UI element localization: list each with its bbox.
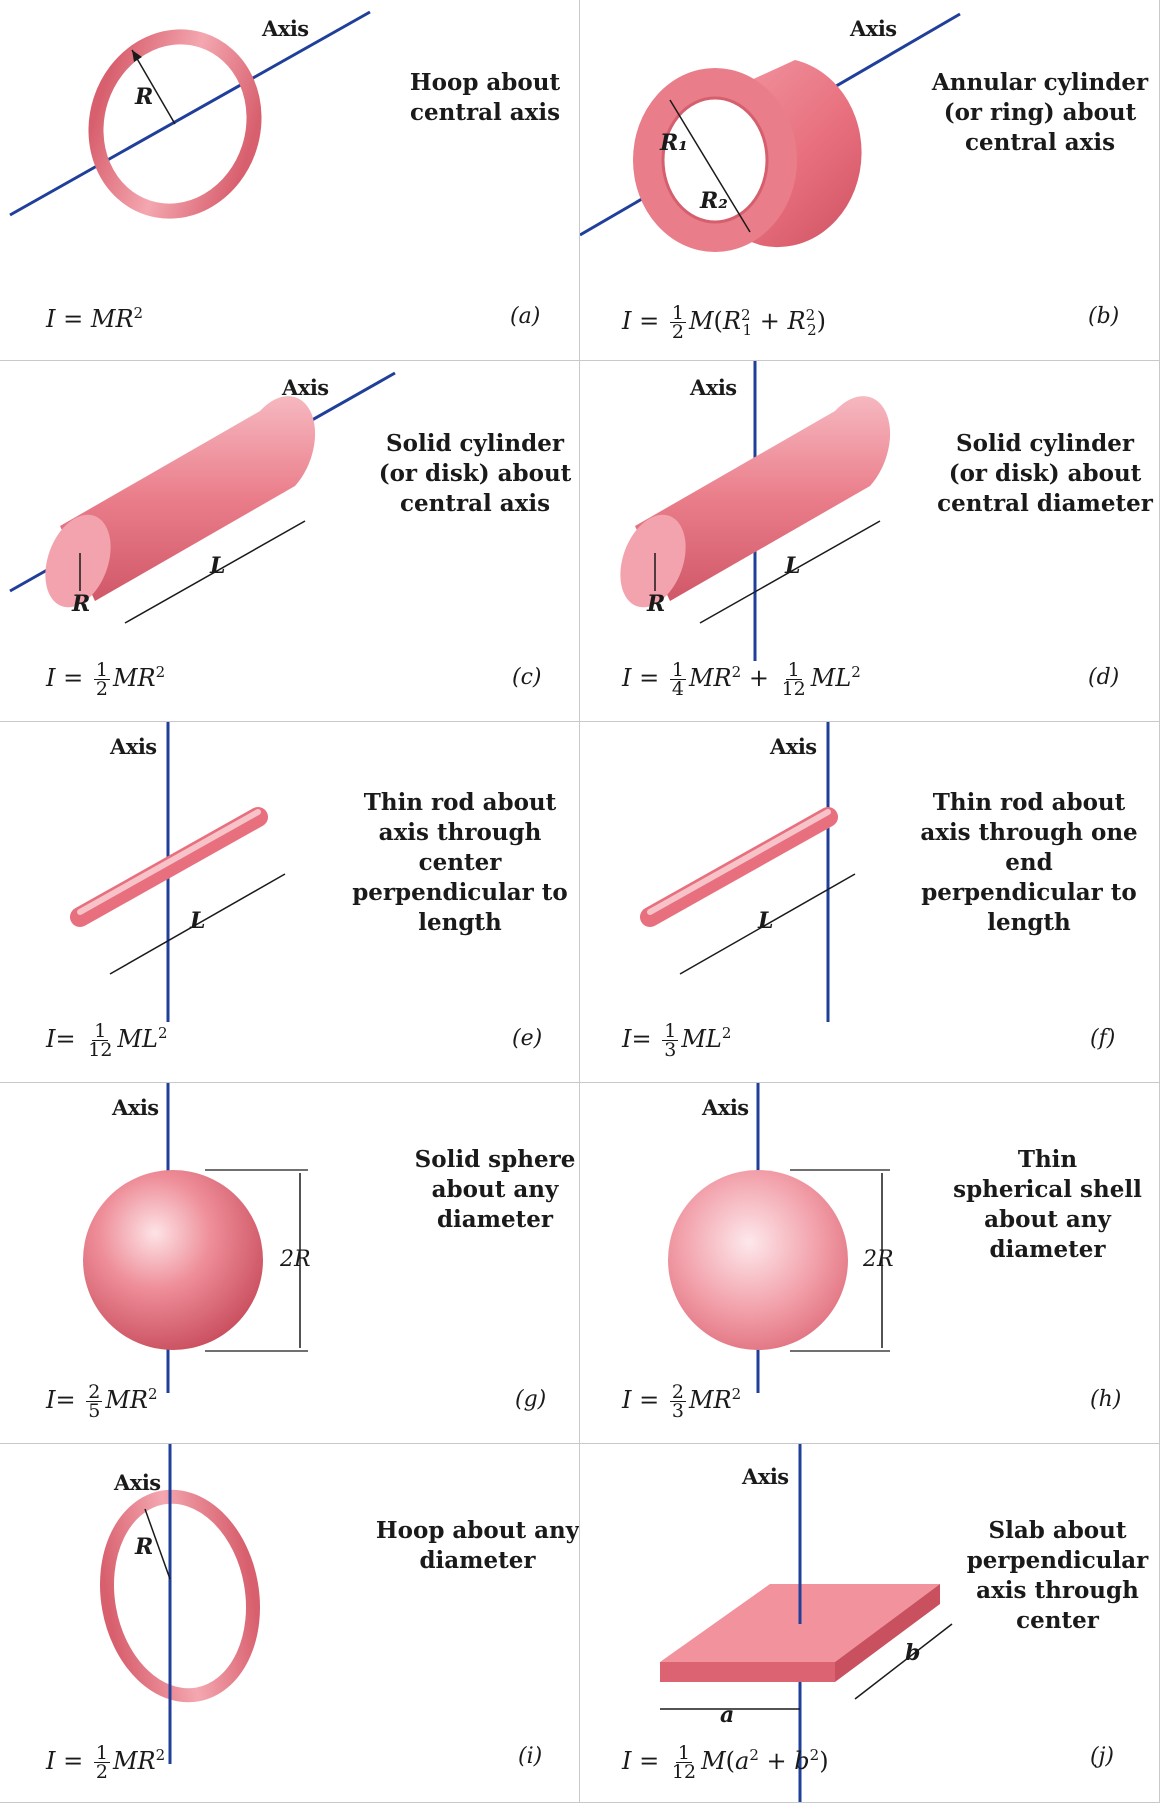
panel-label: (a) bbox=[510, 304, 541, 329]
dim-label-b: b bbox=[905, 1640, 921, 1666]
axis-label: Axis bbox=[114, 1470, 161, 1495]
panel-description: Solid sphere about any diameter bbox=[414, 1146, 576, 1233]
panel-label: (i) bbox=[518, 1744, 543, 1769]
dim-label-l: L bbox=[190, 908, 206, 934]
radius-arrow bbox=[669, 99, 751, 233]
length-arrow bbox=[124, 520, 306, 624]
shell-shape bbox=[668, 1170, 848, 1350]
hoop-shape bbox=[99, 1489, 261, 1703]
panel-j: Axis a b Slab about perpendicular axis t… bbox=[580, 1444, 1160, 1803]
cylinder-face bbox=[45, 514, 111, 608]
thin-rod-end-drawing bbox=[640, 722, 856, 1022]
solid-sphere-drawing bbox=[83, 1083, 308, 1393]
cylinder-body bbox=[60, 396, 316, 601]
panel-label: (d) bbox=[1088, 665, 1120, 690]
panel-g: Axis 2R Solid sphere about any diameter … bbox=[0, 1083, 580, 1444]
dim-label-a: a bbox=[720, 1702, 735, 1728]
dim-label-l: L bbox=[785, 553, 801, 579]
dim-label-r: R bbox=[135, 1534, 154, 1560]
panel-description: Hoop about any diameter bbox=[375, 1517, 580, 1574]
hoop-shape bbox=[88, 29, 262, 219]
axis-label: Axis bbox=[850, 16, 897, 41]
panel-b: Axis R₁ R₂ Annular cylinder (or ring) ab… bbox=[580, 0, 1160, 361]
axis-label: Axis bbox=[282, 375, 329, 400]
panel-label: (c) bbox=[512, 665, 542, 690]
axis-line bbox=[9, 10, 371, 217]
dim-label-r2: R₂ bbox=[700, 188, 728, 214]
axis-label: Axis bbox=[742, 1464, 789, 1489]
axis-label: Axis bbox=[112, 1095, 159, 1120]
axis-label: Axis bbox=[690, 375, 737, 400]
panel-c: Axis R L Solid cylinder (or disk) about … bbox=[0, 361, 580, 722]
inner-hole bbox=[661, 96, 769, 224]
thin-rod-center-drawing bbox=[70, 722, 286, 1022]
dim-label-l: L bbox=[758, 908, 774, 934]
axis-label: Axis bbox=[262, 16, 309, 41]
panel-description: Hoop about central axis bbox=[409, 69, 561, 126]
panel-description: Thin spherical shell about any diameter bbox=[953, 1146, 1142, 1263]
panel-h: Axis 2R Thin spherical shell about any d… bbox=[580, 1083, 1160, 1444]
spherical-shell-drawing bbox=[668, 1083, 890, 1393]
hoop-central-axis-drawing bbox=[9, 10, 371, 219]
dim-label-2r: 2R bbox=[280, 1247, 311, 1272]
panel-label: (h) bbox=[1090, 1387, 1122, 1412]
hoop-diameter-drawing bbox=[99, 1444, 261, 1764]
cylinder-face bbox=[620, 514, 686, 608]
solid-cylinder-central-axis-drawing bbox=[9, 371, 396, 624]
dim-label-l: L bbox=[210, 553, 226, 579]
solid-cylinder-central-diameter-drawing bbox=[620, 361, 891, 661]
panel-label: (f) bbox=[1090, 1026, 1116, 1051]
length-arrow bbox=[679, 873, 856, 975]
panel-a: Axis R Hoop about central axis I = MR2 (… bbox=[0, 0, 580, 361]
rod-shape bbox=[70, 807, 268, 927]
rod-shape bbox=[640, 807, 838, 927]
panel-d: Axis R L Solid cylinder (or disk) about … bbox=[580, 361, 1160, 722]
radius-arrow bbox=[144, 1508, 171, 1580]
annular-cylinder-drawing bbox=[580, 12, 961, 252]
panel-label: (j) bbox=[1090, 1744, 1114, 1769]
panel-label: (e) bbox=[512, 1026, 543, 1051]
b-dimension-arrow bbox=[854, 1623, 953, 1700]
panel-description: Annular cylinder (or ring) about central… bbox=[931, 69, 1149, 156]
dim-label-r1: R₁ bbox=[660, 130, 688, 156]
cylinder-body bbox=[635, 396, 891, 601]
panel-f: Axis L Thin rod about axis through one e… bbox=[580, 722, 1160, 1083]
dim-label-r: R bbox=[647, 591, 666, 617]
panel-description: Slab about perpendicular axis through ce… bbox=[966, 1517, 1149, 1634]
dim-label-r: R bbox=[135, 84, 154, 110]
dim-label-2r: 2R bbox=[863, 1247, 894, 1272]
axis-label: Axis bbox=[702, 1095, 749, 1120]
axis-label: Axis bbox=[770, 734, 817, 759]
slab-front bbox=[660, 1662, 835, 1682]
panel-label: (g) bbox=[515, 1387, 547, 1412]
panel-description: Thin rod about axis through one end perp… bbox=[920, 789, 1138, 936]
panel-label: (b) bbox=[1088, 304, 1120, 329]
radius-arrow bbox=[131, 49, 176, 125]
length-arrow bbox=[699, 520, 881, 624]
panel-e: Axis L Thin rod about axis through cente… bbox=[0, 722, 580, 1083]
axis-label: Axis bbox=[110, 734, 157, 759]
dim-label-r: R bbox=[72, 591, 91, 617]
slab-drawing bbox=[660, 1444, 953, 1802]
panel-description: Solid cylinder (or disk) about central a… bbox=[378, 430, 572, 517]
formula: I = MR2 bbox=[46, 304, 144, 333]
sphere-shape bbox=[83, 1170, 263, 1350]
panel-description: Thin rod about axis through center perpe… bbox=[352, 789, 568, 936]
slab-side bbox=[835, 1584, 940, 1682]
panel-description: Solid cylinder (or disk) about central d… bbox=[937, 430, 1153, 517]
length-arrow bbox=[109, 873, 286, 975]
